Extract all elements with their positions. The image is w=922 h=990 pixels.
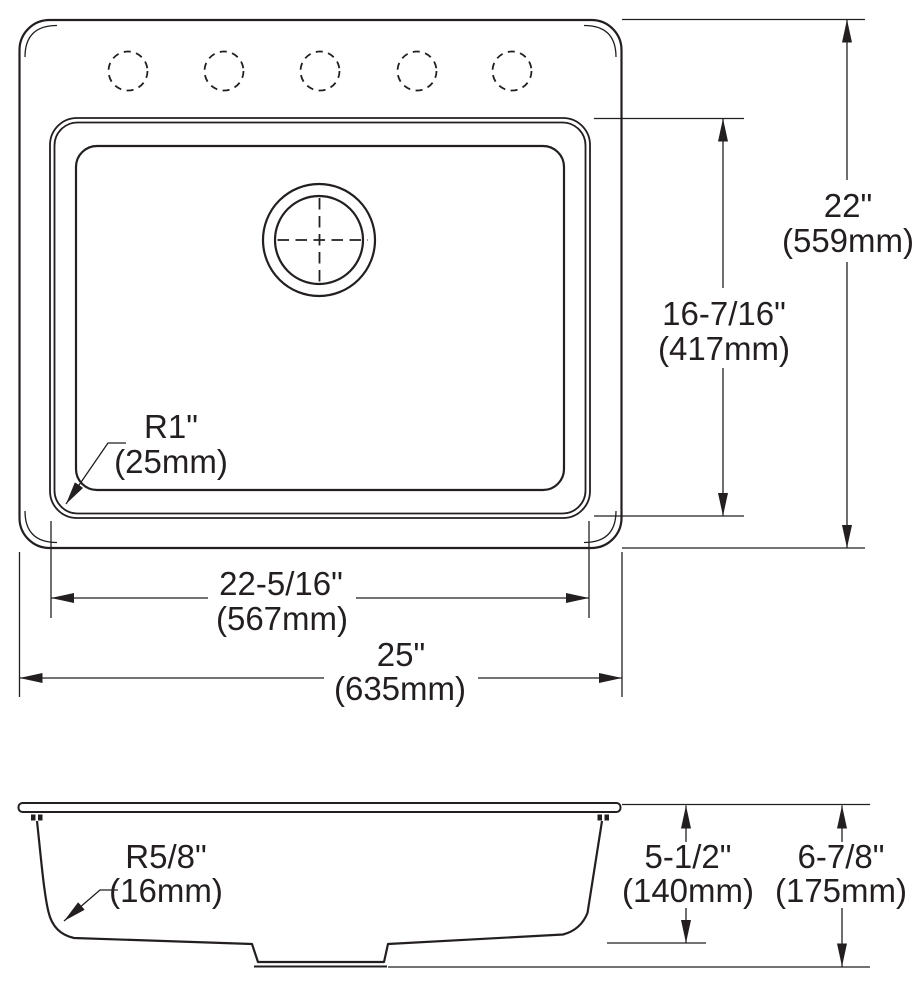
dimension-bowl-depth: 5-1/2" (140mm) bbox=[607, 803, 870, 944]
faucet-hole bbox=[203, 50, 245, 92]
bottom-corner-radius-inches-label: R5/8" bbox=[125, 838, 206, 875]
mounting-clip bbox=[38, 814, 43, 821]
drain-opening bbox=[261, 182, 377, 298]
faucet-hole bbox=[299, 50, 341, 92]
deck-corner-arc bbox=[583, 24, 617, 58]
faucet-hole bbox=[396, 50, 438, 92]
dimension-bowl-width: 22-5/16" (567mm) bbox=[50, 521, 590, 637]
callout-bottom-corner-radius: R5/8" (16mm) bbox=[63, 838, 223, 922]
bowl-width-inches-label: 22-5/16" bbox=[219, 565, 343, 602]
bowl-rim-outer bbox=[49, 117, 591, 519]
side-view bbox=[17, 802, 622, 968]
dimension-overall-width: 25" (635mm) bbox=[18, 552, 623, 707]
overall-width-inches-label: 25" bbox=[377, 636, 425, 673]
deck-corner-arc bbox=[24, 24, 58, 58]
overall-front-to-back-metric-label: (559mm) bbox=[782, 222, 914, 259]
drain-outer-circle bbox=[261, 182, 377, 298]
bowl-corner-radius-metric-label: (25mm) bbox=[114, 443, 228, 480]
bowl-width-metric-label: (567mm) bbox=[216, 600, 348, 637]
bowl-depth-metric-label: (140mm) bbox=[622, 872, 754, 909]
drain-inner-circle bbox=[273, 194, 365, 286]
overall-front-to-back-inches-label: 22" bbox=[824, 187, 872, 224]
bowl-corner-radius-inches-label: R1" bbox=[144, 408, 198, 445]
overall-width-metric-label: (635mm) bbox=[334, 670, 466, 707]
dimension-overall-front-to-back: 22" (559mm) bbox=[622, 18, 914, 549]
dimension-overall-height: 6-7/8" (175mm) bbox=[388, 805, 907, 968]
rim-profile bbox=[17, 802, 622, 813]
callout-bowl-corner-radius: R1" (25mm) bbox=[65, 408, 228, 505]
bowl-profile bbox=[35, 820, 604, 964]
bottom-corner-radius-metric-label: (16mm) bbox=[109, 872, 223, 909]
bowl-rim-inner bbox=[53, 121, 587, 515]
mounting-clip bbox=[604, 814, 609, 821]
deck-corner-arc bbox=[24, 510, 58, 544]
mounting-clip bbox=[597, 814, 602, 821]
mounting-clip bbox=[31, 814, 36, 821]
faucet-holes bbox=[107, 50, 533, 92]
faucet-hole bbox=[107, 50, 149, 92]
bowl-bottom-outline bbox=[74, 144, 566, 492]
faucet-hole bbox=[491, 50, 533, 92]
leader-line bbox=[63, 889, 118, 922]
overall-height-metric-label: (175mm) bbox=[775, 872, 907, 909]
sink-deck-outline bbox=[18, 18, 623, 550]
top-view bbox=[18, 18, 623, 550]
bowl-front-to-back-inches-label: 16-7/16" bbox=[662, 295, 786, 332]
overall-height-inches-label: 6-7/8" bbox=[798, 838, 885, 875]
leader-line bbox=[65, 442, 126, 505]
dimension-bowl-front-to-back: 16-7/16" (417mm) bbox=[594, 117, 790, 517]
bowl-front-to-back-metric-label: (417mm) bbox=[658, 330, 790, 367]
bowl-depth-inches-label: 5-1/2" bbox=[645, 838, 732, 875]
